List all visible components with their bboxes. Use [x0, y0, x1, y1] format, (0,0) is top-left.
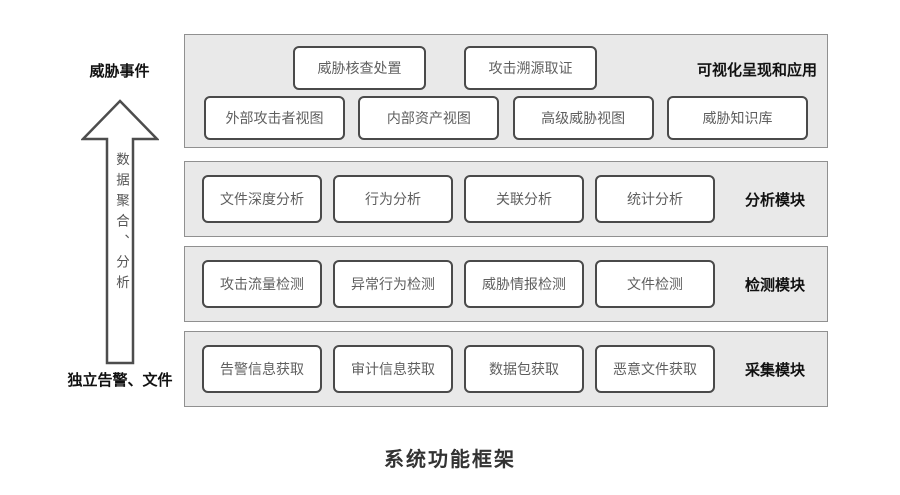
visualization-row-1: 威胁核查处置 攻击溯源取证: [293, 46, 597, 90]
layer-label-collection: 采集模块: [744, 361, 805, 379]
flow-input-label: 独立告警、文件: [67, 372, 173, 389]
box-correlation-analysis: 关联分析: [464, 175, 584, 223]
box-abnormal-behavior-detection: 异常行为检测: [333, 260, 453, 308]
box-advanced-threat-view: 高级威胁视图: [512, 96, 654, 140]
box-audit-info-acquisition: 审计信息获取: [333, 345, 453, 393]
box-file-deep-analysis: 文件深度分析: [202, 175, 322, 223]
box-malicious-file-acquisition: 恶意文件获取: [595, 345, 715, 393]
box-threat-check-disposal: 威胁核查处置: [293, 46, 426, 90]
box-threat-knowledge-base: 威胁知识库: [666, 96, 808, 140]
box-packet-acquisition: 数据包获取: [464, 345, 584, 393]
layer-detection: 攻击流量检测 异常行为检测 威胁情报检测 文件检测 检测模块: [184, 246, 828, 322]
box-file-detection: 文件检测: [595, 260, 715, 308]
flow-output-label: 威胁事件: [89, 63, 150, 80]
diagram-title: 系统功能框架: [384, 449, 516, 471]
box-alert-info-acquisition: 告警信息获取: [202, 345, 322, 393]
layer-label-analysis: 分析模块: [744, 191, 805, 209]
layer-label-visualization: 可视化呈现和应用: [696, 62, 817, 79]
layer-collection: 告警信息获取 审计信息获取 数据包获取 恶意文件获取 采集模块: [184, 331, 828, 407]
up-arrow-icon: [81, 99, 159, 365]
layer-label-detection: 检测模块: [744, 276, 805, 294]
arrow-flow-label: 数据聚合、分析: [114, 152, 129, 296]
box-attack-traffic-detection: 攻击流量检测: [202, 260, 322, 308]
box-statistical-analysis: 统计分析: [595, 175, 715, 223]
layer-visualization: 威胁核查处置 攻击溯源取证 可视化呈现和应用 外部攻击者视图 内部资产视图 高级…: [184, 34, 828, 148]
box-internal-asset-view: 内部资产视图: [358, 96, 500, 140]
box-behavior-analysis: 行为分析: [333, 175, 453, 223]
box-external-attacker-view: 外部攻击者视图: [204, 96, 345, 140]
box-threat-intel-detection: 威胁情报检测: [464, 260, 584, 308]
layer-analysis: 文件深度分析 行为分析 关联分析 统计分析 分析模块: [184, 161, 828, 237]
visualization-row-2: 外部攻击者视图 内部资产视图 高级威胁视图 威胁知识库: [204, 96, 808, 140]
box-attack-trace-forensics: 攻击溯源取证: [464, 46, 597, 90]
